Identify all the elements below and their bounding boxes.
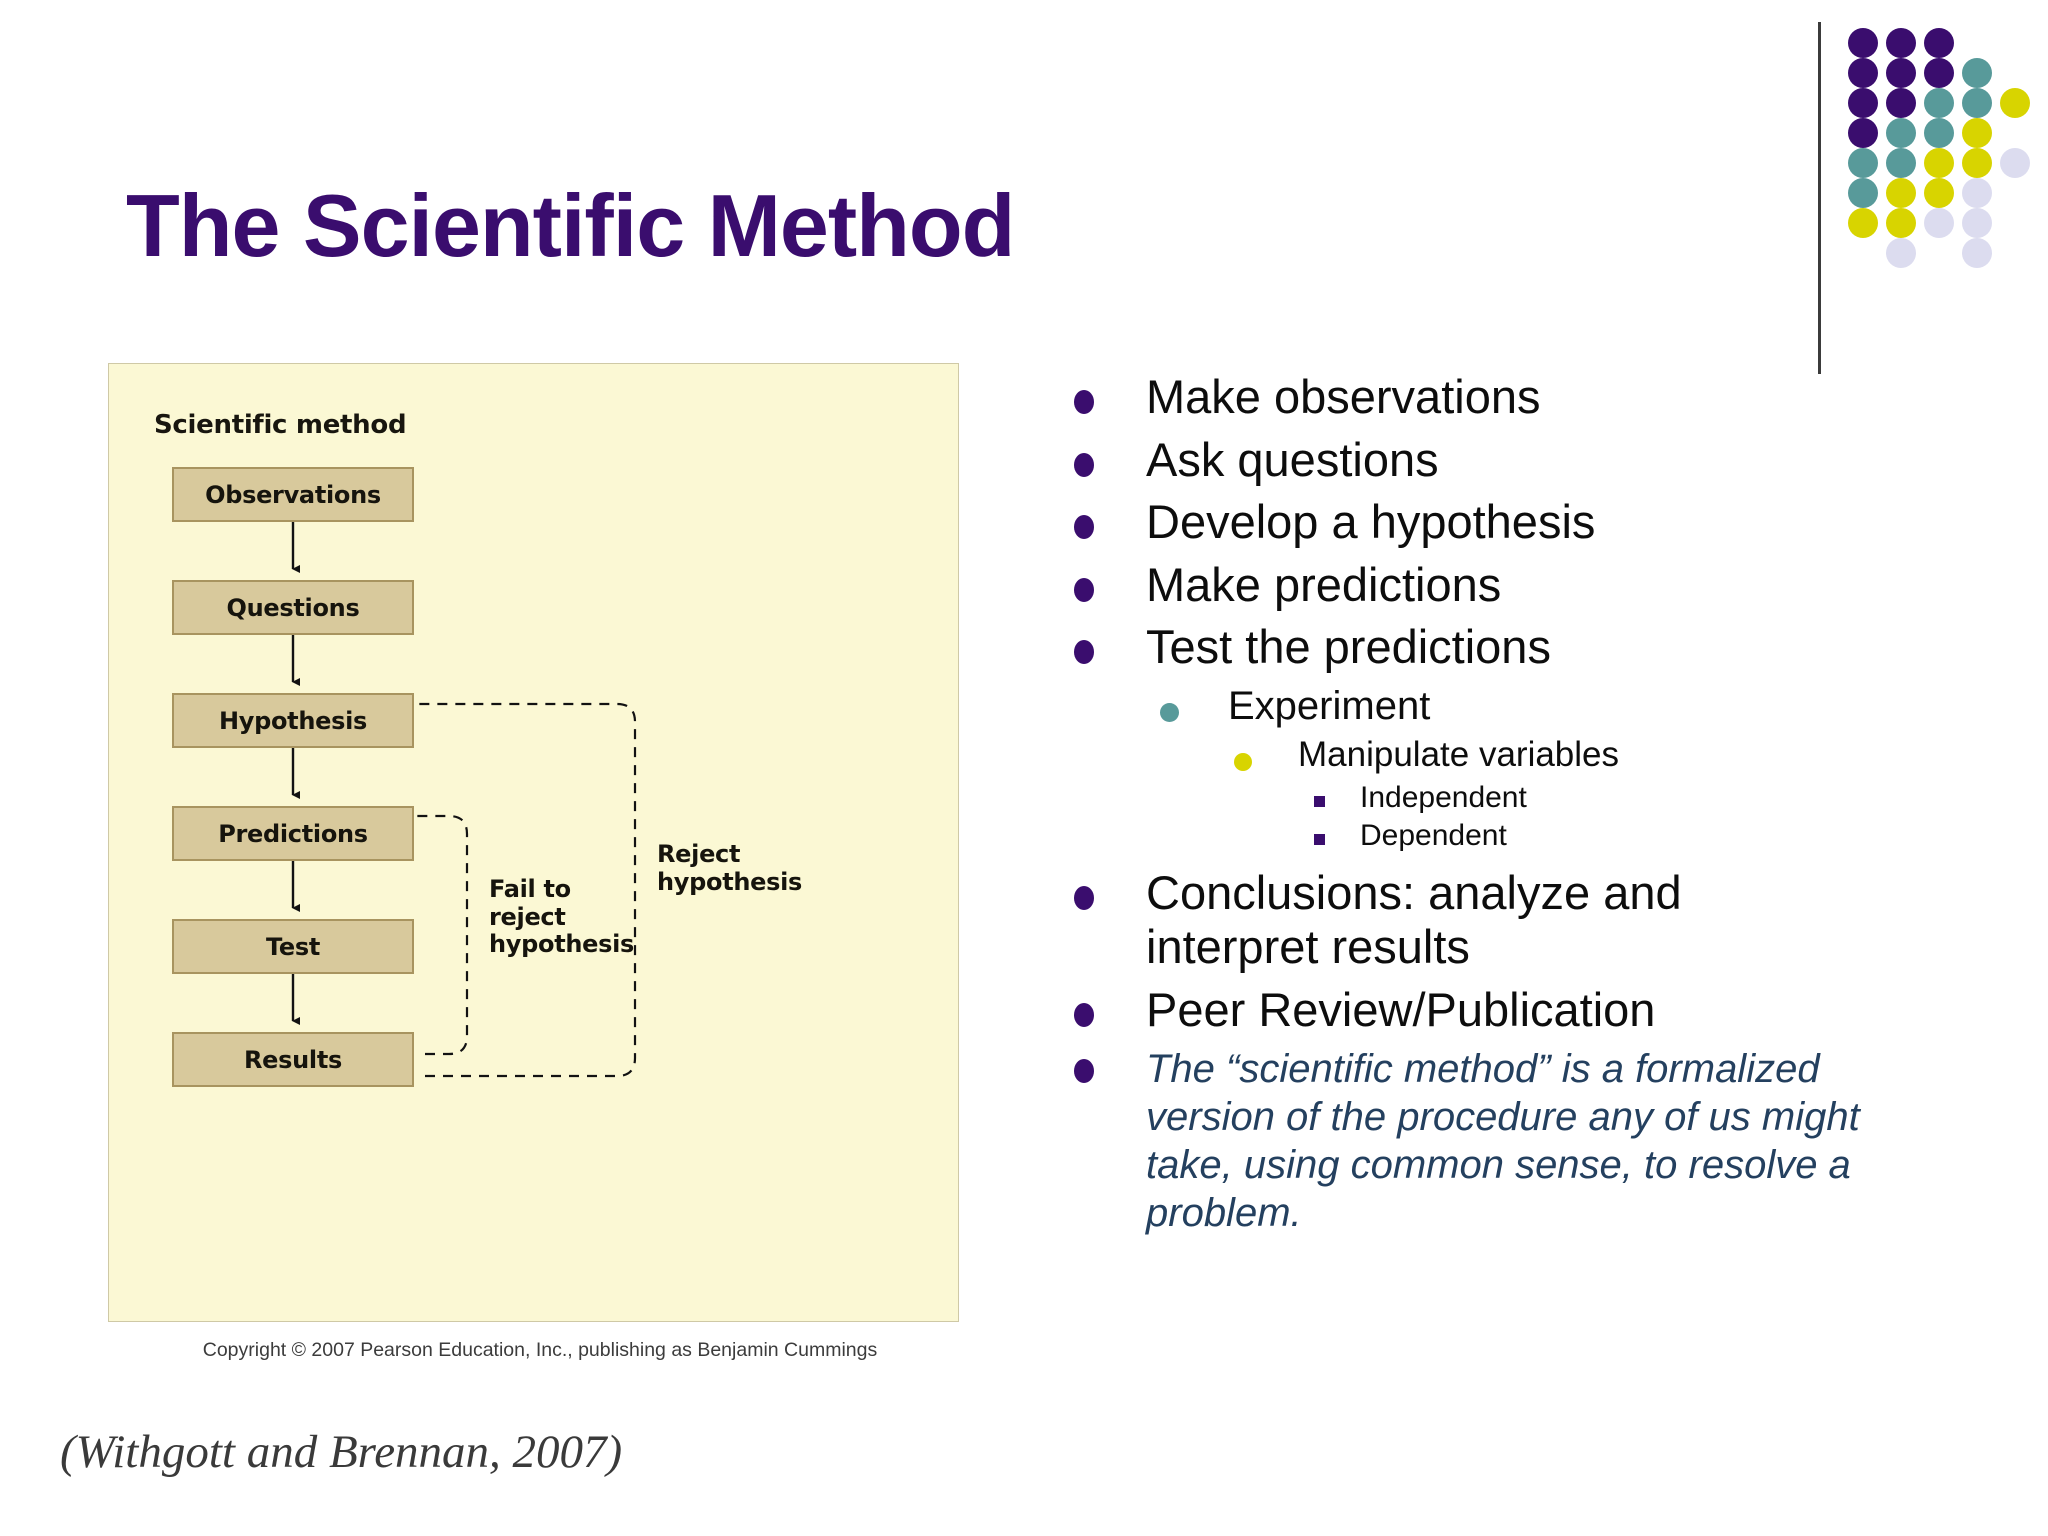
- bullet-marker-purple: [1074, 1059, 1094, 1084]
- deco-dot-purple: [1848, 28, 1878, 58]
- flow-box-predictions: Predictions: [172, 806, 414, 861]
- bullet-text: Peer Review/Publication: [1146, 982, 1656, 1036]
- deco-dot-yellow: [1924, 148, 1954, 178]
- bullet-text: Develop a hypothesis: [1146, 495, 1596, 549]
- flow-box-results: Results: [172, 1032, 414, 1087]
- bullet-develop-a-hypothesis: Develop a hypothesis: [1050, 495, 1990, 550]
- bullet-marker-purple: [1074, 885, 1094, 910]
- bullet-text-italic: The “scientific method” is a formalized …: [1146, 1047, 1860, 1236]
- bullet-peer-review-publication: Peer Review/Publication: [1050, 983, 1990, 1038]
- header-vertical-rule: [1818, 22, 1821, 374]
- bullet-marker-purple: [1074, 452, 1094, 477]
- figure-canvas: Scientific method Observations Quest: [108, 363, 959, 1322]
- deco-dot-teal: [1886, 148, 1916, 178]
- deco-dot-teal: [1962, 88, 1992, 118]
- flow-box-test: Test: [172, 919, 414, 974]
- deco-dot-yellow: [1848, 208, 1878, 238]
- deco-dot-purple: [1848, 88, 1878, 118]
- deco-dot-purple: [1924, 28, 1954, 58]
- figure-heading: Scientific method: [154, 410, 407, 440]
- label-fail-to-reject-line3: hypothesis: [489, 930, 635, 959]
- bullet-ask-questions: Ask questions: [1050, 433, 1990, 488]
- deco-dot-lavender: [1962, 208, 1992, 238]
- flow-box-observations: Observations: [172, 467, 414, 522]
- bullet-independent: Independent: [1050, 780, 1990, 816]
- label-reject-line2: hypothesis: [657, 867, 803, 896]
- label-reject-hypothesis: Reject hypothesis: [657, 840, 827, 896]
- deco-dot-teal: [1886, 118, 1916, 148]
- bullet-experiment: Experiment: [1050, 683, 1990, 729]
- deco-dot-yellow: [1962, 118, 1992, 148]
- deco-dot-yellow: [1962, 148, 1992, 178]
- flow-box-hypothesis: Hypothesis: [172, 693, 414, 748]
- deco-dot-purple: [1924, 58, 1954, 88]
- page-title: The Scientific Method: [126, 176, 1015, 275]
- deco-dot-lavender: [1962, 238, 1992, 268]
- deco-dot-purple: [1886, 28, 1916, 58]
- bullet-text: Independent: [1360, 780, 1527, 814]
- label-fail-to-reject-line1: Fail to: [489, 875, 571, 903]
- bullet-text: Manipulate variables: [1298, 734, 1620, 774]
- scientific-method-figure: Scientific method Observations Quest: [108, 363, 959, 1370]
- flow-box-questions: Questions: [172, 580, 414, 635]
- bullet-text: Conclusions: analyze and interpret resul…: [1146, 865, 1682, 974]
- deco-dot-purple: [1848, 58, 1878, 88]
- deco-dot-purple: [1848, 118, 1878, 148]
- deco-dot-lavender: [1924, 208, 1954, 238]
- bullet-text: Test the predictions: [1146, 620, 1551, 674]
- figure-copyright: Copyright © 2007 Pearson Education, Inc.…: [202, 1339, 878, 1361]
- deco-dot-yellow: [1924, 178, 1954, 208]
- bullet-marker-purple: [1074, 577, 1094, 602]
- bullet-text: Ask questions: [1146, 432, 1439, 486]
- deco-dot-yellow: [1886, 208, 1916, 238]
- label-fail-to-reject-line2: reject: [489, 902, 566, 931]
- dot-grid-decoration: [1848, 28, 2030, 268]
- deco-dot-lavender: [1962, 178, 1992, 208]
- bullet-marker-square: [1314, 833, 1325, 845]
- bullet-marker-purple: [1074, 640, 1094, 665]
- bullet-test-the-predictions: Test the predictions: [1050, 620, 1990, 675]
- deco-dot-lavender: [2000, 148, 2030, 178]
- deco-dot-teal: [1924, 118, 1954, 148]
- label-reject-line1: Reject: [657, 840, 741, 868]
- bullet-list: Make observations Ask questions Develop …: [1050, 370, 1990, 1245]
- bullet-marker-yellow: [1234, 752, 1252, 771]
- deco-dot-purple: [1886, 88, 1916, 118]
- bullet-text: Experiment: [1228, 683, 1431, 728]
- bullet-dependent: Dependent: [1050, 818, 1990, 854]
- bullet-scientific-method-note: The “scientific method” is a formalized …: [1050, 1045, 1936, 1237]
- bullet-manipulate-variables: Manipulate variables: [1050, 735, 1990, 776]
- bullet-marker-square: [1314, 795, 1325, 807]
- label-fail-to-reject: Fail to reject hypothesis: [489, 875, 639, 959]
- bullet-text: Make predictions: [1146, 557, 1502, 611]
- deco-dot-purple: [1886, 58, 1916, 88]
- deco-dot-teal: [1848, 178, 1878, 208]
- bullet-make-predictions: Make predictions: [1050, 558, 1990, 613]
- list-spacer: [1050, 856, 1990, 866]
- deco-dot-teal: [1962, 58, 1992, 88]
- deco-dot-teal: [1924, 88, 1954, 118]
- bullet-text: Make observations: [1146, 370, 1541, 423]
- deco-dot-lavender: [1886, 238, 1916, 268]
- bullet-marker-purple: [1074, 515, 1094, 540]
- bullet-conclusions: Conclusions: analyze and interpret resul…: [1050, 866, 1846, 975]
- deco-dot-yellow: [1886, 178, 1916, 208]
- bullet-marker-teal: [1160, 702, 1179, 722]
- deco-dot-yellow: [2000, 88, 2030, 118]
- bullet-text: Dependent: [1360, 818, 1507, 852]
- bullet-marker-purple: [1074, 1002, 1094, 1027]
- figure-citation: (Withgott and Brennan, 2007): [60, 1426, 623, 1478]
- bullet-make-observations: Make observations: [1050, 370, 1990, 425]
- bullet-marker-purple: [1074, 390, 1094, 414]
- deco-dot-teal: [1848, 148, 1878, 178]
